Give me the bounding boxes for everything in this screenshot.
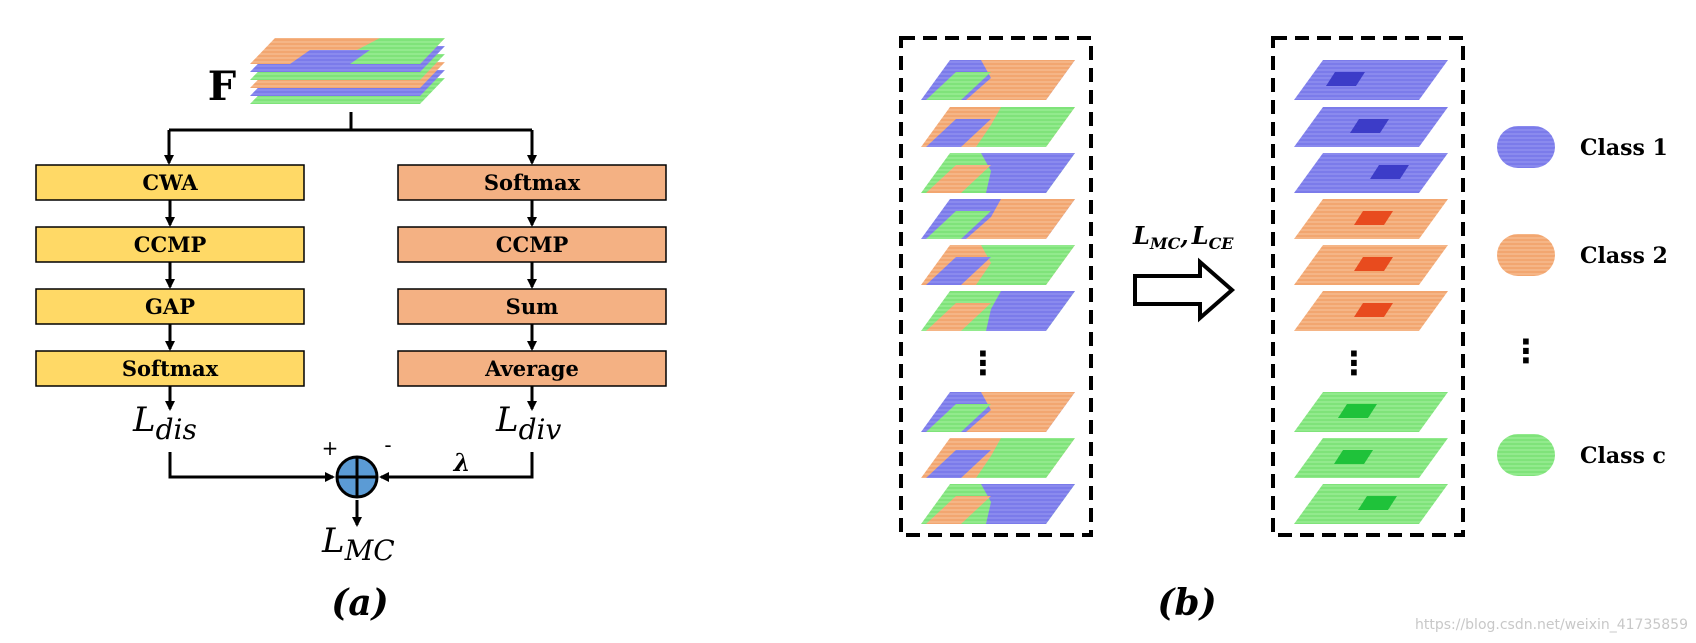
segmentation-map-tile bbox=[921, 392, 1075, 432]
class-map-highlight bbox=[1354, 303, 1393, 317]
map-region bbox=[981, 153, 1075, 193]
class-stack bbox=[1294, 60, 1448, 524]
map-region bbox=[926, 404, 991, 432]
segmentation-map-tile bbox=[921, 60, 1075, 100]
map-region bbox=[926, 119, 991, 147]
arrow-label: LMC,LCE bbox=[1132, 221, 1234, 253]
gap-label: GAP bbox=[145, 294, 195, 319]
map-region bbox=[966, 60, 1075, 100]
legend-label-class-1: Class 1 bbox=[1580, 135, 1668, 161]
map-region bbox=[966, 199, 1075, 239]
class-map-highlight bbox=[1326, 72, 1365, 86]
class-map-highlight bbox=[1354, 257, 1393, 271]
map-region bbox=[966, 392, 1075, 432]
map-region bbox=[976, 245, 1075, 285]
panel-b: ⋮ LMC,LCE ⋮ Class 1 Class 2 ⋮ Class c (b… bbox=[899, 36, 1668, 624]
class-map-tile bbox=[1294, 153, 1448, 193]
class-map-tile bbox=[1294, 438, 1448, 478]
map-region bbox=[986, 291, 1075, 331]
watermark: https://blog.csdn.net/weixin_41735859 bbox=[1415, 617, 1688, 633]
feature-label: F bbox=[208, 63, 236, 110]
sum-box bbox=[397, 288, 667, 325]
class-map-tile bbox=[1294, 199, 1448, 239]
average-box bbox=[397, 350, 667, 387]
average-label: Average bbox=[484, 356, 579, 381]
sum-label: Sum bbox=[506, 294, 559, 319]
map-region bbox=[926, 211, 991, 239]
ccmp-label-left: CCMP bbox=[134, 232, 207, 257]
legend-swatch-class-c bbox=[1497, 434, 1555, 476]
minus-sign: - bbox=[384, 433, 391, 457]
map-region bbox=[926, 496, 991, 524]
class-map-highlight bbox=[1358, 496, 1397, 510]
map-region bbox=[926, 257, 991, 285]
combine-connector bbox=[168, 452, 534, 527]
class-map-tile bbox=[1294, 291, 1448, 331]
class-stack-frame bbox=[1271, 36, 1465, 537]
class-map-tile bbox=[1294, 245, 1448, 285]
caption-b: (b) bbox=[1157, 582, 1216, 624]
loss-div-label: Ldiv bbox=[495, 400, 561, 446]
right-branch: Softmax CCMP Sum Average bbox=[397, 164, 667, 411]
legend-swatch-class-2 bbox=[1497, 234, 1555, 276]
class-map-tile bbox=[1294, 107, 1448, 147]
loss-dis-label: Ldis bbox=[132, 400, 197, 446]
class-map-highlight bbox=[1350, 119, 1389, 133]
segmentation-map-tile bbox=[921, 199, 1075, 239]
class-map-plane bbox=[1294, 153, 1448, 193]
segmentation-map-tile bbox=[921, 484, 1075, 524]
ellipsis-legend: ⋮ bbox=[1510, 332, 1542, 370]
class-map-highlight bbox=[1334, 450, 1373, 464]
map-region bbox=[976, 438, 1075, 478]
gap-box bbox=[35, 288, 305, 325]
split-connector bbox=[164, 112, 537, 165]
class-map-tile bbox=[1294, 60, 1448, 100]
segmentation-stack bbox=[921, 60, 1075, 524]
map-region bbox=[981, 484, 1075, 524]
loss-mc-label: LMC bbox=[321, 521, 395, 567]
class-map-highlight bbox=[1354, 211, 1393, 225]
panel-a: F CWA CCMP GAP Softmax bbox=[35, 38, 667, 624]
sum-node-icon bbox=[335, 455, 379, 499]
right-arrow-icon bbox=[1133, 257, 1236, 323]
class-map-highlight bbox=[1338, 404, 1377, 418]
cwa-label: CWA bbox=[142, 170, 198, 195]
segmentation-stack-frame bbox=[899, 36, 1093, 537]
softmax-label-right: Softmax bbox=[484, 170, 581, 195]
legend-swatch-class-1 bbox=[1497, 126, 1555, 168]
ccmp-label-right: CCMP bbox=[496, 232, 569, 257]
class-map-tile bbox=[1294, 484, 1448, 524]
ellipsis-left: ⋮ bbox=[967, 344, 999, 382]
map-region bbox=[926, 165, 991, 193]
segmentation-map-tile bbox=[921, 438, 1075, 478]
map-region bbox=[926, 72, 991, 100]
ellipsis-right: ⋮ bbox=[1338, 344, 1370, 382]
segmentation-map-tile bbox=[921, 245, 1075, 285]
map-region bbox=[926, 450, 991, 478]
segmentation-map-tile bbox=[921, 291, 1075, 331]
feature-stack-icon bbox=[250, 38, 445, 104]
map-region bbox=[926, 303, 991, 331]
class-map-plane bbox=[1294, 438, 1448, 478]
lambda-label: λ bbox=[453, 448, 471, 477]
segmentation-map-tile bbox=[921, 153, 1075, 193]
cwa-box bbox=[35, 164, 305, 201]
ccmp-box-left bbox=[35, 226, 305, 263]
legend: Class 1 Class 2 ⋮ Class c bbox=[1497, 126, 1668, 476]
softmax-label-left: Softmax bbox=[122, 356, 219, 381]
class-map-tile bbox=[1294, 392, 1448, 432]
caption-a: (a) bbox=[331, 582, 388, 624]
left-branch: CWA CCMP GAP Softmax bbox=[35, 164, 305, 411]
legend-label-class-c: Class c bbox=[1580, 443, 1666, 469]
softmax-box-left bbox=[35, 350, 305, 387]
plus-sign: + bbox=[322, 436, 339, 460]
softmax-box-right bbox=[397, 164, 667, 201]
map-region bbox=[976, 107, 1075, 147]
segmentation-map-tile bbox=[921, 107, 1075, 147]
legend-label-class-2: Class 2 bbox=[1580, 243, 1668, 269]
class-map-plane bbox=[1294, 60, 1448, 100]
class-map-highlight bbox=[1370, 165, 1409, 179]
